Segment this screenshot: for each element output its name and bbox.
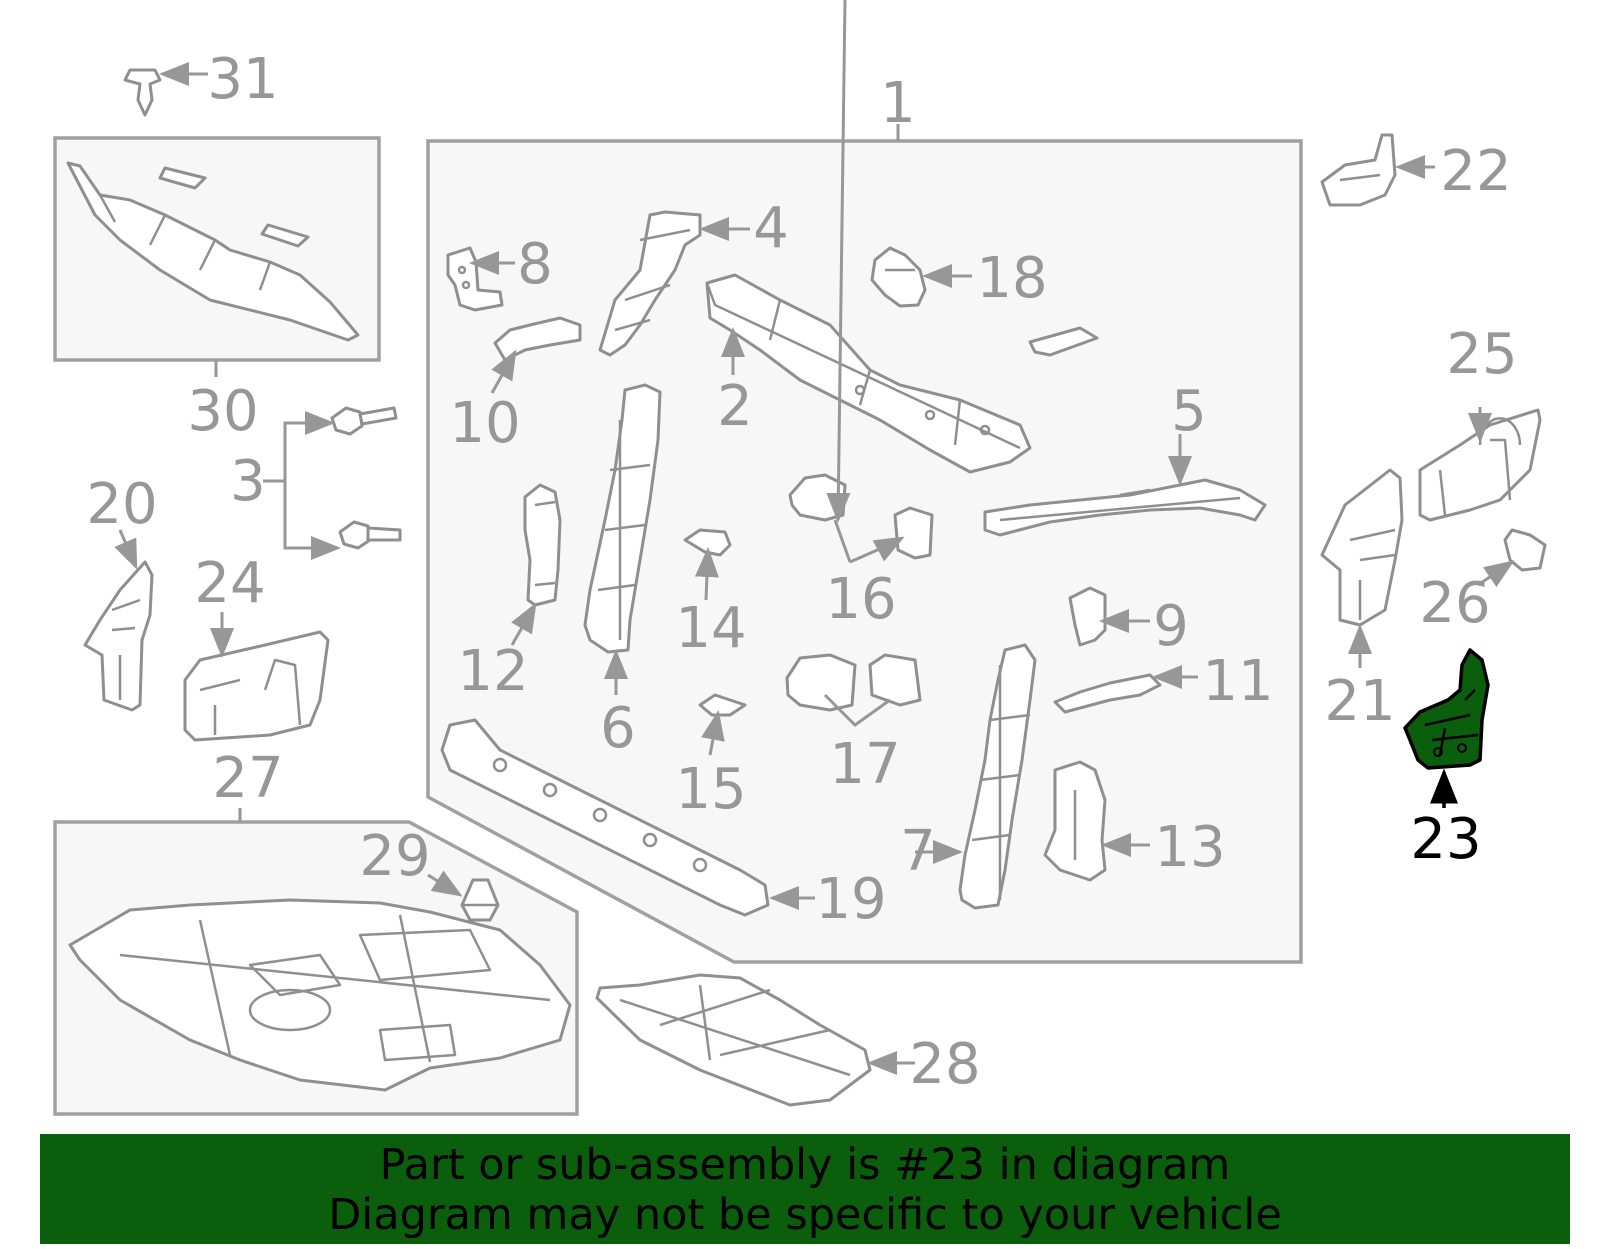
lead-29 [427,870,463,897]
callout-27: 27 [212,746,283,811]
part-12 [523,483,562,607]
callout-13: 13 [1154,815,1225,880]
banner-line-2: Diagram may not be specific to your vehi… [328,1190,1282,1240]
callout-11: 11 [1202,649,1273,714]
part-3-bolts [330,406,402,550]
lead-26 [1477,560,1515,588]
callout-31: 31 [207,47,278,112]
part-31-clip [123,68,162,117]
callout-20: 20 [86,472,157,537]
callout-12: 12 [457,639,528,704]
callout-26: 26 [1419,571,1490,636]
lead-12 [510,602,537,646]
part-17 [785,653,922,712]
part-11 [1053,673,1162,714]
lead-15 [701,710,725,756]
callout-18: 18 [976,246,1047,311]
callout-23: 23 [1410,807,1481,872]
callout-29: 29 [359,824,430,889]
lead-17 [823,693,891,727]
part-18 [870,246,927,308]
callout-5: 5 [1171,379,1207,444]
callout-16: 16 [825,567,896,632]
part-7 [958,643,1037,910]
callout-30: 30 [187,379,258,444]
part-21 [1320,468,1404,627]
callout-28: 28 [909,1032,980,1097]
callout-17: 17 [829,732,900,797]
info-banner: Part or sub-assembly is #23 in diagram D… [40,1134,1570,1244]
lead-14 [694,547,719,601]
part-9 [1068,586,1107,647]
callout-25: 25 [1446,322,1517,387]
callout-7: 7 [900,819,936,884]
part-20 [83,560,154,712]
callout-24: 24 [194,551,265,616]
callout-3: 3 [230,449,266,514]
part-2-cross-member [705,273,1032,474]
box-group-1 [426,139,1303,964]
callout-8: 8 [517,232,553,297]
callout-9: 9 [1153,594,1189,659]
lead-10 [490,349,517,394]
callout-2: 2 [717,374,753,439]
callout-10: 10 [449,391,520,456]
part-4 [598,210,702,357]
part-23-highlighted [1403,648,1490,770]
callout-22: 22 [1440,139,1511,204]
callout-15: 15 [675,757,746,822]
part-27-under-cover [68,898,572,1092]
lead-3 [263,421,336,550]
part-5 [983,478,1267,537]
callout-6: 6 [600,696,636,761]
part-plate [1028,326,1099,357]
part-19 [440,718,770,917]
callout-19: 19 [815,867,886,932]
callout-4: 4 [753,196,789,261]
callout-21: 21 [1324,669,1395,734]
part-13 [1043,760,1107,882]
callout-1: 1 [880,71,916,136]
part-29-bolt [460,878,500,922]
part-24 [183,630,330,742]
part-30-cover [66,161,360,342]
banner-line-1: Part or sub-assembly is #23 in diagram [379,1140,1231,1190]
part-22 [1320,133,1397,207]
callout-14: 14 [675,596,746,661]
part-28 [595,973,872,1107]
lead-20 [114,529,138,570]
